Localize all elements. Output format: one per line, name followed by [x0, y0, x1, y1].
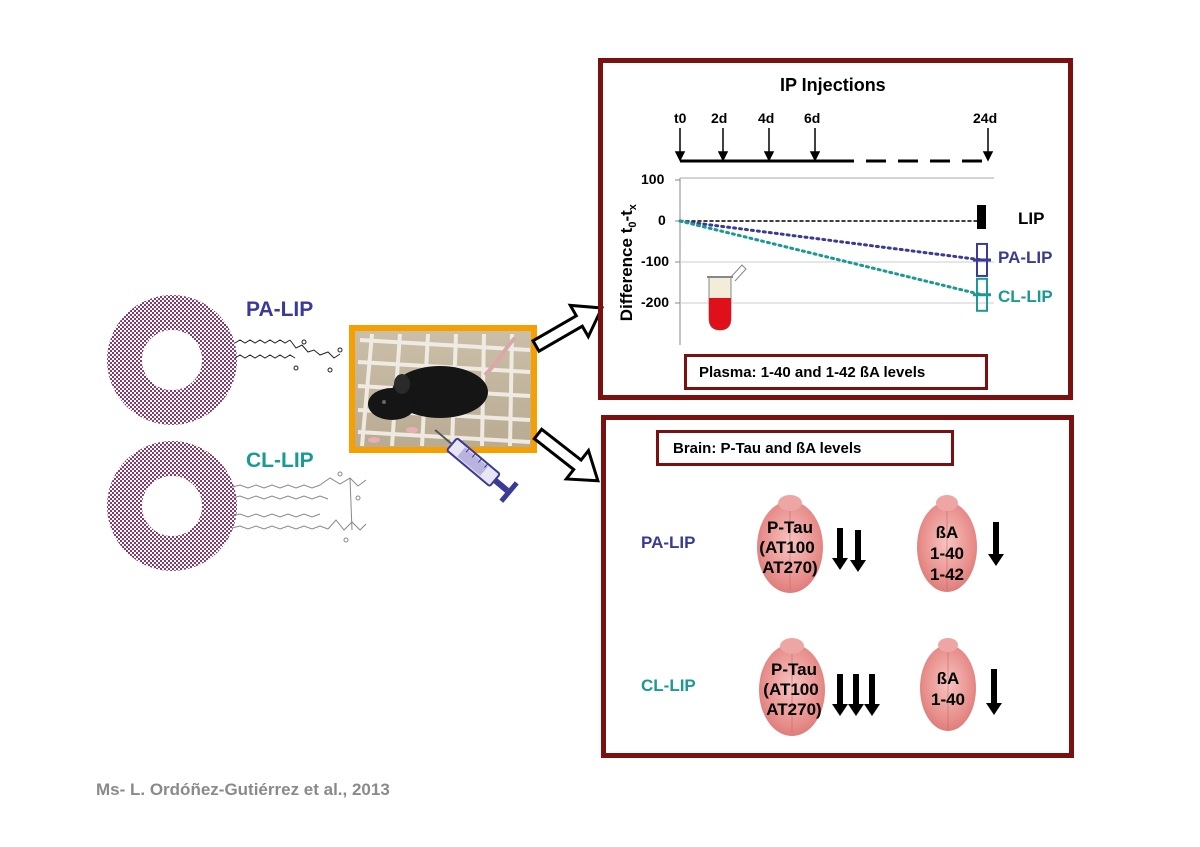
chart-plot-area: [675, 177, 994, 345]
y-tick-0: 0: [658, 212, 666, 228]
mouse-icon: [368, 336, 517, 443]
timeline-tick-24d: 24d: [973, 110, 998, 126]
blood-tube-icon: [707, 264, 747, 331]
ip-injections-title: IP Injections: [780, 75, 886, 95]
y-axis-label-text-2: -t: [616, 210, 636, 222]
cl-ptau-text: P-Tau (AT100 AT270): [752, 660, 836, 720]
brain-image-cl-ptau: [759, 638, 825, 736]
series-line-cl-lip: [678, 219, 984, 297]
pa-ptau-line-2: (AT100: [759, 538, 815, 557]
cl-ba-line-2: 1-40: [930, 690, 966, 709]
timeline-tick-4d: 4d: [758, 110, 775, 126]
ip-injections-panel: [598, 58, 1073, 400]
cl-ptau-line-1: P-Tau: [771, 660, 817, 679]
y-tick-100: 100: [641, 171, 665, 187]
pa-lip-liposome: [107, 295, 343, 425]
series-line-pa-lip: [678, 219, 984, 262]
pa-ba-line-1: ßA: [935, 523, 959, 542]
brain-levels-box: Brain: P-Tau and ßA levels: [656, 430, 954, 466]
row-label-pa-lip: PA-LIP: [641, 533, 696, 552]
mouse-photo: [349, 325, 537, 453]
plasma-levels-box: Plasma: 1-40 and 1-42 ßA levels: [684, 354, 988, 390]
y-axis-label-sub-x: x: [627, 204, 640, 211]
pa-lip-label: PA-LIP: [246, 298, 314, 321]
y-axis-label: Difference t0-tx: [617, 161, 639, 321]
pa-lip-lipid-structure: [234, 339, 343, 373]
row-label-cl-lip: CL-LIP: [641, 676, 696, 695]
timeline-tick-2d: 2d: [711, 110, 728, 126]
injection-timeline: [674, 128, 994, 163]
cl-ba-line-1: ßA: [936, 669, 960, 688]
down-arrow-icon-cl-ba: [986, 669, 1002, 715]
cl-lip-lipid-structure: [231, 471, 367, 543]
arrow-to-brain-panel: [532, 427, 600, 483]
down-arrow-icon-pa-ba: [988, 522, 1004, 566]
pa-ba-line-2: 1-40: [929, 544, 965, 563]
y-axis-label-sub-0: 0: [627, 221, 640, 228]
y-tick-minus-100: -100: [641, 253, 670, 269]
brain-image-cl-ba: [920, 638, 976, 731]
cl-lip-liposome: [107, 441, 367, 571]
cl-ba-text: ßA 1-40: [918, 668, 978, 710]
pa-ba-line-3: 1-42: [929, 565, 965, 584]
citation-text: Ms- L. Ordóñez-Gutiérrez et al., 2013: [96, 780, 390, 799]
timeline-tick-6d: 6d: [804, 110, 821, 126]
timeline-tick-t0: t0: [674, 110, 687, 126]
arrow-to-plasma-panel: [530, 303, 605, 354]
pa-ptau-text: P-Tau (AT100 AT270): [748, 518, 832, 578]
pa-ptau-line-1: P-Tau: [767, 518, 813, 537]
y-axis-label-text: Difference t: [616, 227, 636, 322]
brain-image-pa-ptau: [757, 495, 823, 593]
cl-ptau-line-2: (AT100: [763, 680, 819, 699]
cl-ptau-line-3: AT270): [766, 700, 822, 719]
brain-levels-panel: [601, 415, 1074, 758]
series-endpoint-lip: [977, 205, 986, 229]
pa-ptau-line-3: AT270): [762, 558, 818, 577]
series-label-pa-lip: PA-LIP: [998, 248, 1053, 267]
series-label-cl-lip: CL-LIP: [998, 287, 1053, 306]
syringe-icon: [434, 429, 519, 503]
down-arrow-icons-pa-ptau: [832, 528, 866, 572]
cl-lip-label: CL-LIP: [246, 449, 314, 472]
pa-ba-text: ßA 1-40 1-42: [917, 522, 977, 585]
chart-series-layer: [678, 205, 991, 312]
series-label-lip: LIP: [1018, 209, 1045, 228]
y-tick-minus-200: -200: [641, 294, 670, 310]
brain-image-pa-ba: [917, 495, 977, 592]
down-arrow-icons-cl-ptau: [832, 674, 880, 716]
